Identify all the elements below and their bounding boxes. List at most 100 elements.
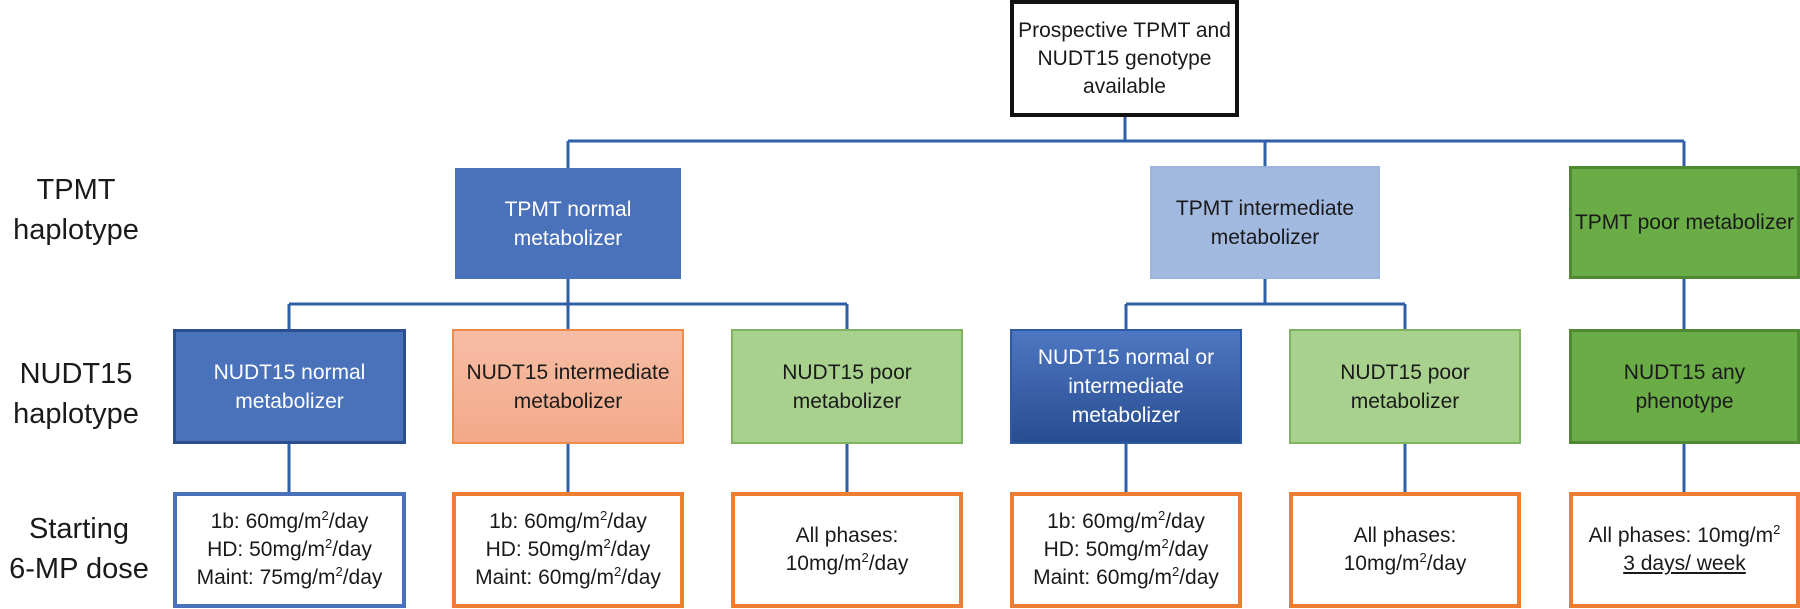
- dose1-l2-text: HD: 50mg/m: [207, 538, 325, 561]
- nudt15-n4-line1: NUDT15 normal or: [1037, 346, 1215, 369]
- dose2-l2-text: HD: 50mg/m: [485, 538, 604, 561]
- dose-box-4: 1b: 60mg/m2/day HD: 50mg/m2/day Maint: 6…: [1010, 492, 1242, 608]
- dose3-line2: 10mg/m2/day: [786, 550, 909, 578]
- dose2-line2: HD: 50mg/m2/day: [475, 536, 661, 564]
- dose4-line1: 1b: 60mg/m2/day: [1033, 508, 1219, 536]
- root-genotype-box: Prospective TPMT and NUDT15 genotype ava…: [1010, 0, 1239, 117]
- root-line1: Prospective TPMT: [1018, 18, 1191, 42]
- dose4-l3-sup: 2: [1171, 564, 1180, 579]
- root-line3: genotype available: [1083, 46, 1212, 98]
- nudt15-n2-line1: NUDT15 intermediate: [466, 360, 670, 384]
- dose-box-5: All phases: 10mg/m2/day: [1289, 492, 1521, 608]
- dose-box-3: All phases: 10mg/m2/day: [731, 492, 963, 608]
- dose4-l1-unit: /day: [1165, 510, 1205, 533]
- tpmt-poor-line1: TPMT poor: [1574, 211, 1680, 234]
- dose2-l2-sup: 2: [603, 536, 611, 551]
- nudt15-n3-line1: NUDT15 poor: [782, 360, 912, 384]
- dose4-l1-text: 1b: 60mg/m: [1047, 510, 1158, 533]
- dose5-l2-sup: 2: [1419, 550, 1427, 565]
- row-label-nudt15: NUDT15 haplotype: [0, 354, 152, 434]
- dose2-l1-text: 1b: 60mg/m: [489, 510, 600, 533]
- row-label-nudt15-line1: NUDT15: [19, 358, 133, 390]
- row-label-tpmt: TPMT haplotype: [0, 170, 152, 250]
- nudt15-n3-line2: metabolizer: [792, 389, 902, 413]
- tpmt-poor-line2: metabolizer: [1685, 211, 1795, 234]
- dose2-l3-text: Maint: 60mg/m: [475, 566, 614, 589]
- dose1-l1-unit: /day: [328, 510, 369, 533]
- dose4-l3-text: Maint: 60mg/m: [1033, 566, 1172, 589]
- dose3-l2-unit: /day: [868, 552, 909, 575]
- row-label-nudt15-line2: haplotype: [13, 398, 139, 430]
- dose1-l1-text: 1b: 60mg/m: [210, 510, 322, 533]
- tpmt-normal-metabolizer-box: TPMT normal metabolizer: [455, 168, 681, 279]
- dose2-line3: Maint: 60mg/m2/day: [475, 564, 661, 592]
- dose2-l3-sup: 2: [613, 564, 622, 579]
- row-label-tpmt-line2: haplotype: [13, 214, 139, 246]
- tpmt-normal-line2: metabolizer: [513, 226, 623, 250]
- dose2-l1-sup: 2: [599, 508, 608, 523]
- dose6-line1: All phases: 10mg/m2: [1589, 522, 1781, 550]
- row-label-dose-line2: 6-MP dose: [9, 553, 149, 585]
- nudt15-n6-line2: phenotype: [1635, 389, 1734, 413]
- dose3-l2-text: 10mg/m: [785, 552, 862, 575]
- dose6-l2-text: 3 days/ week: [1623, 552, 1746, 575]
- nudt15-normal-or-intermediate-box: NUDT15 normal or intermediate metabolize…: [1010, 329, 1242, 444]
- dose4-l1-sup: 2: [1157, 508, 1166, 523]
- nudt15-n1-line2: metabolizer: [235, 389, 344, 413]
- row-label-dose: Starting 6-MP dose: [0, 509, 158, 589]
- dose4-l2-unit: /day: [1168, 538, 1209, 561]
- dose4-l3-unit: /day: [1179, 566, 1219, 589]
- dose1-line3: Maint: 75mg/m2/day: [197, 564, 383, 592]
- dose3-l1-text: All phases:: [795, 524, 899, 547]
- dose6-line2: 3 days/ week: [1589, 550, 1781, 578]
- tpmt-intermediate-metabolizer-box: TPMT intermediate metabolizer: [1150, 166, 1380, 279]
- dose5-l2-text: 10mg/m: [1343, 552, 1420, 575]
- dose-box-6: All phases: 10mg/m2 3 days/ week: [1569, 492, 1800, 608]
- nudt15-n2-line2: metabolizer: [513, 389, 623, 413]
- dose1-line1: 1b: 60mg/m2/day: [197, 508, 383, 536]
- dose2-l3-unit: /day: [621, 566, 661, 589]
- dose3-l2-sup: 2: [861, 550, 869, 565]
- nudt15-intermediate-metabolizer-box: NUDT15 intermediate metabolizer: [452, 329, 684, 444]
- dose5-l1-text: All phases:: [1353, 524, 1457, 547]
- nudt15-poor-metabolizer-box-a: NUDT15 poor metabolizer: [731, 329, 963, 444]
- dose1-l3-sup: 2: [335, 564, 343, 579]
- nudt15-normal-metabolizer-box: NUDT15 normal metabolizer: [173, 329, 406, 444]
- tpmt-poor-metabolizer-box: TPMT poor metabolizer: [1569, 166, 1800, 279]
- row-label-tpmt-line1: TPMT: [36, 174, 116, 206]
- root-line2: and NUDT15: [1037, 18, 1231, 70]
- nudt15-any-phenotype-box: NUDT15 any phenotype: [1569, 329, 1800, 444]
- dose1-l2-unit: /day: [332, 538, 372, 561]
- nudt15-n4-line3: metabolizer: [1071, 404, 1181, 427]
- tpmt-intermediate-line1: TPMT intermediate: [1175, 196, 1355, 220]
- dose3-line1: All phases:: [786, 522, 909, 550]
- dose1-l2-sup: 2: [324, 536, 333, 551]
- nudt15-n6-line1: NUDT15 any: [1623, 360, 1746, 384]
- tpmt-intermediate-line2: metabolizer: [1210, 225, 1320, 249]
- dose4-l2-sup: 2: [1161, 536, 1169, 551]
- dose4-l2-text: HD: 50mg/m: [1043, 538, 1162, 561]
- dose5-line1: All phases:: [1344, 522, 1467, 550]
- dose2-l2-unit: /day: [610, 538, 651, 561]
- dose5-l2-unit: /day: [1426, 552, 1467, 575]
- nudt15-n5-line1: NUDT15 poor: [1340, 360, 1470, 384]
- dose4-line3: Maint: 60mg/m2/day: [1033, 564, 1219, 592]
- dose6-l1-sup: 2: [1773, 522, 1781, 537]
- dose2-l1-unit: /day: [607, 510, 647, 533]
- dose1-line2: HD: 50mg/m2/day: [197, 536, 383, 564]
- nudt15-n4-line2: intermediate: [1068, 375, 1184, 398]
- dose4-line2: HD: 50mg/m2/day: [1033, 536, 1219, 564]
- tpmt-normal-line1: TPMT normal: [504, 197, 632, 221]
- dose1-l3-unit: /day: [342, 566, 383, 589]
- dose-box-1: 1b: 60mg/m2/day HD: 50mg/m2/day Maint: 7…: [173, 492, 406, 608]
- dose6-l1-text: All phases: 10mg/m: [1588, 524, 1774, 547]
- dose2-line1: 1b: 60mg/m2/day: [475, 508, 661, 536]
- dose1-l3-text: Maint: 75mg/m: [196, 566, 336, 589]
- nudt15-n5-line2: metabolizer: [1350, 389, 1460, 413]
- dose5-line2: 10mg/m2/day: [1344, 550, 1467, 578]
- dose-box-2: 1b: 60mg/m2/day HD: 50mg/m2/day Maint: 6…: [452, 492, 684, 608]
- row-label-dose-line1: Starting: [29, 513, 129, 545]
- dose1-l1-sup: 2: [321, 508, 329, 523]
- nudt15-n1-line1: NUDT15 normal: [213, 360, 366, 384]
